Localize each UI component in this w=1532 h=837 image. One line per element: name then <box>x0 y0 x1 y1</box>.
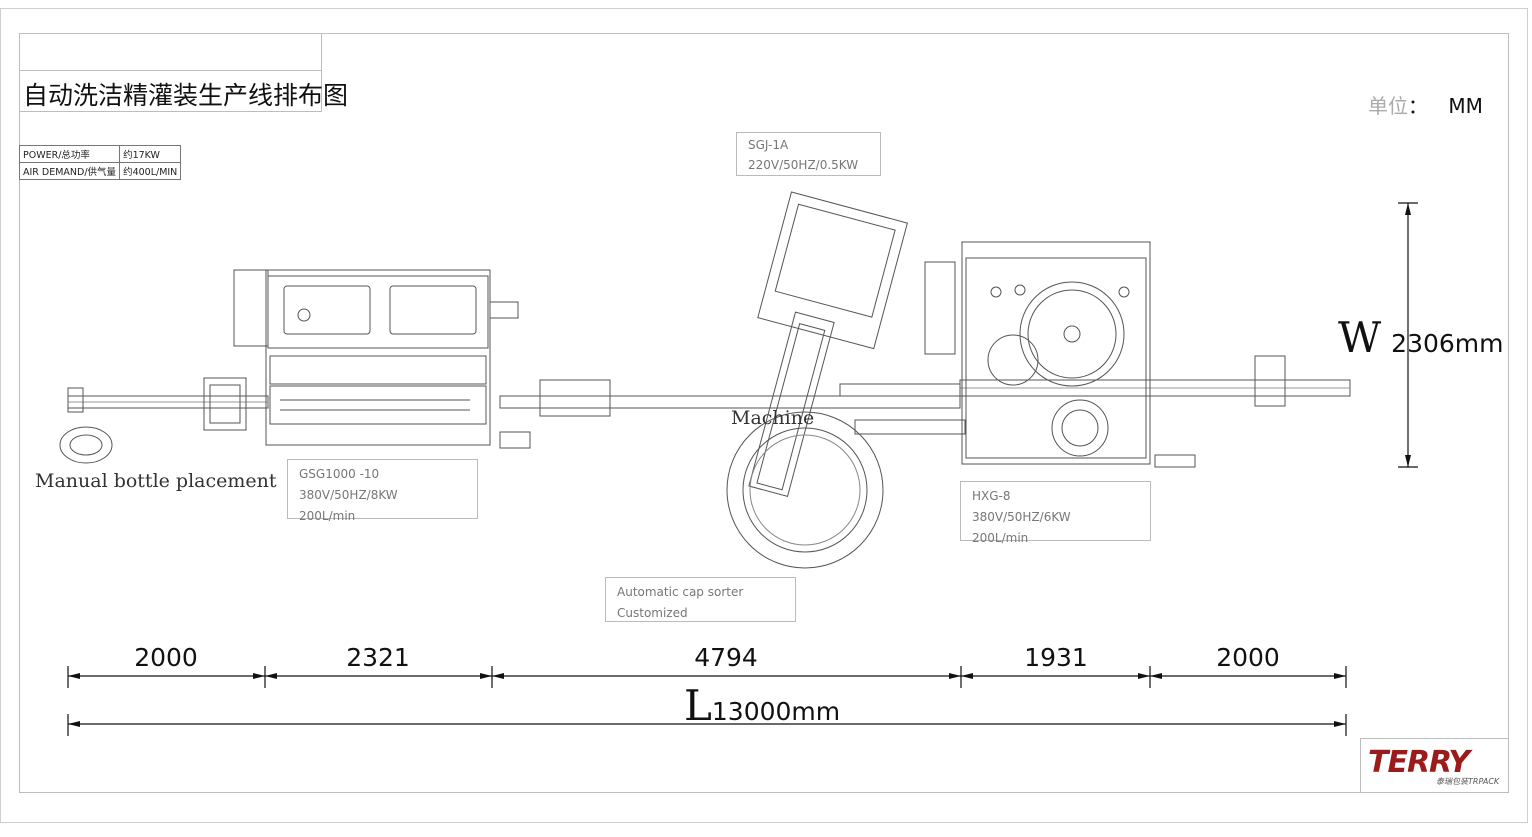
note-line: 380V/50HZ/8KW <box>299 488 398 502</box>
spec-row-air: AIR DEMAND/供气量 约400L/MIN <box>18 162 182 180</box>
cap-sorter-bowl <box>726 411 884 569</box>
unit-indicator: 单位： MM <box>1368 90 1483 119</box>
dim-total-width: W 2306mm <box>1338 313 1504 362</box>
spec-row-power: POWER/总功率 约17KW <box>18 145 182 163</box>
unit-label: 单位 <box>1368 94 1408 118</box>
spec-value: 约17KW <box>119 145 182 163</box>
filler-machine <box>233 269 611 449</box>
dim-segment-1: 2000 <box>134 643 198 672</box>
dim-segment-4: 1931 <box>1024 643 1088 672</box>
unit-value: MM <box>1448 94 1483 118</box>
dim-total-length: L13000mm <box>684 681 840 730</box>
conveyor-line <box>67 379 1351 435</box>
logo-box <box>1360 738 1508 793</box>
title-block <box>19 33 322 112</box>
unit-separator: ： <box>1408 94 1428 118</box>
bottle-placement-station <box>59 377 247 464</box>
cap-elevator <box>748 191 908 497</box>
capper-machine <box>924 241 1286 468</box>
note-line: HXG-8 <box>972 489 1011 503</box>
note-line: Automatic cap sorter <box>617 585 744 599</box>
note-hxg: HXG-8 380V/50HZ/6KW 200L/min <box>960 481 1151 545</box>
spec-table: POWER/总功率 约17KW AIR DEMAND/供气量 约400L/MIN <box>18 145 182 180</box>
note-gsg: GSG1000 -10 380V/50HZ/8KW 200L/min <box>287 459 478 523</box>
note-sgj: SGJ-1A 220V/50HZ/0.5KW <box>736 132 881 176</box>
dim-width-prefix: W <box>1338 313 1382 362</box>
outer-frame <box>0 8 1528 823</box>
dim-width-value: 2306mm <box>1391 329 1504 358</box>
drawing-title: 自动洗洁精灌装生产线排布图 <box>23 81 349 110</box>
machine-label: Machine <box>731 407 815 429</box>
note-line: 200L/min <box>299 509 356 523</box>
note-line: 220V/50HZ/0.5KW <box>748 158 859 172</box>
dim-segment-2: 2321 <box>346 643 410 672</box>
note-line: GSG1000 -10 <box>299 467 380 481</box>
company-tagline: 泰瑞包装TRPACK <box>1436 777 1500 786</box>
note-line: 380V/50HZ/6KW <box>972 510 1071 524</box>
dim-segment-5: 2000 <box>1216 643 1280 672</box>
company-logo: TERRY <box>1368 745 1470 780</box>
note-line: SGJ-1A <box>748 138 789 152</box>
note-line: Customized <box>617 606 688 620</box>
spec-value: 约400L/MIN <box>119 162 182 180</box>
dim-total-prefix: L <box>684 681 712 730</box>
dim-total-value: 13000mm <box>711 697 841 726</box>
dimension-lines <box>67 202 1418 736</box>
note-line: 200L/min <box>972 531 1029 545</box>
drawing-border <box>19 33 1509 793</box>
title-block-divider <box>19 70 322 71</box>
dim-segment-3: 4794 <box>694 643 758 672</box>
manual-placement-label: Manual bottle placement <box>35 470 277 492</box>
note-cap-sorter: Automatic cap sorter Customized <box>605 577 796 622</box>
